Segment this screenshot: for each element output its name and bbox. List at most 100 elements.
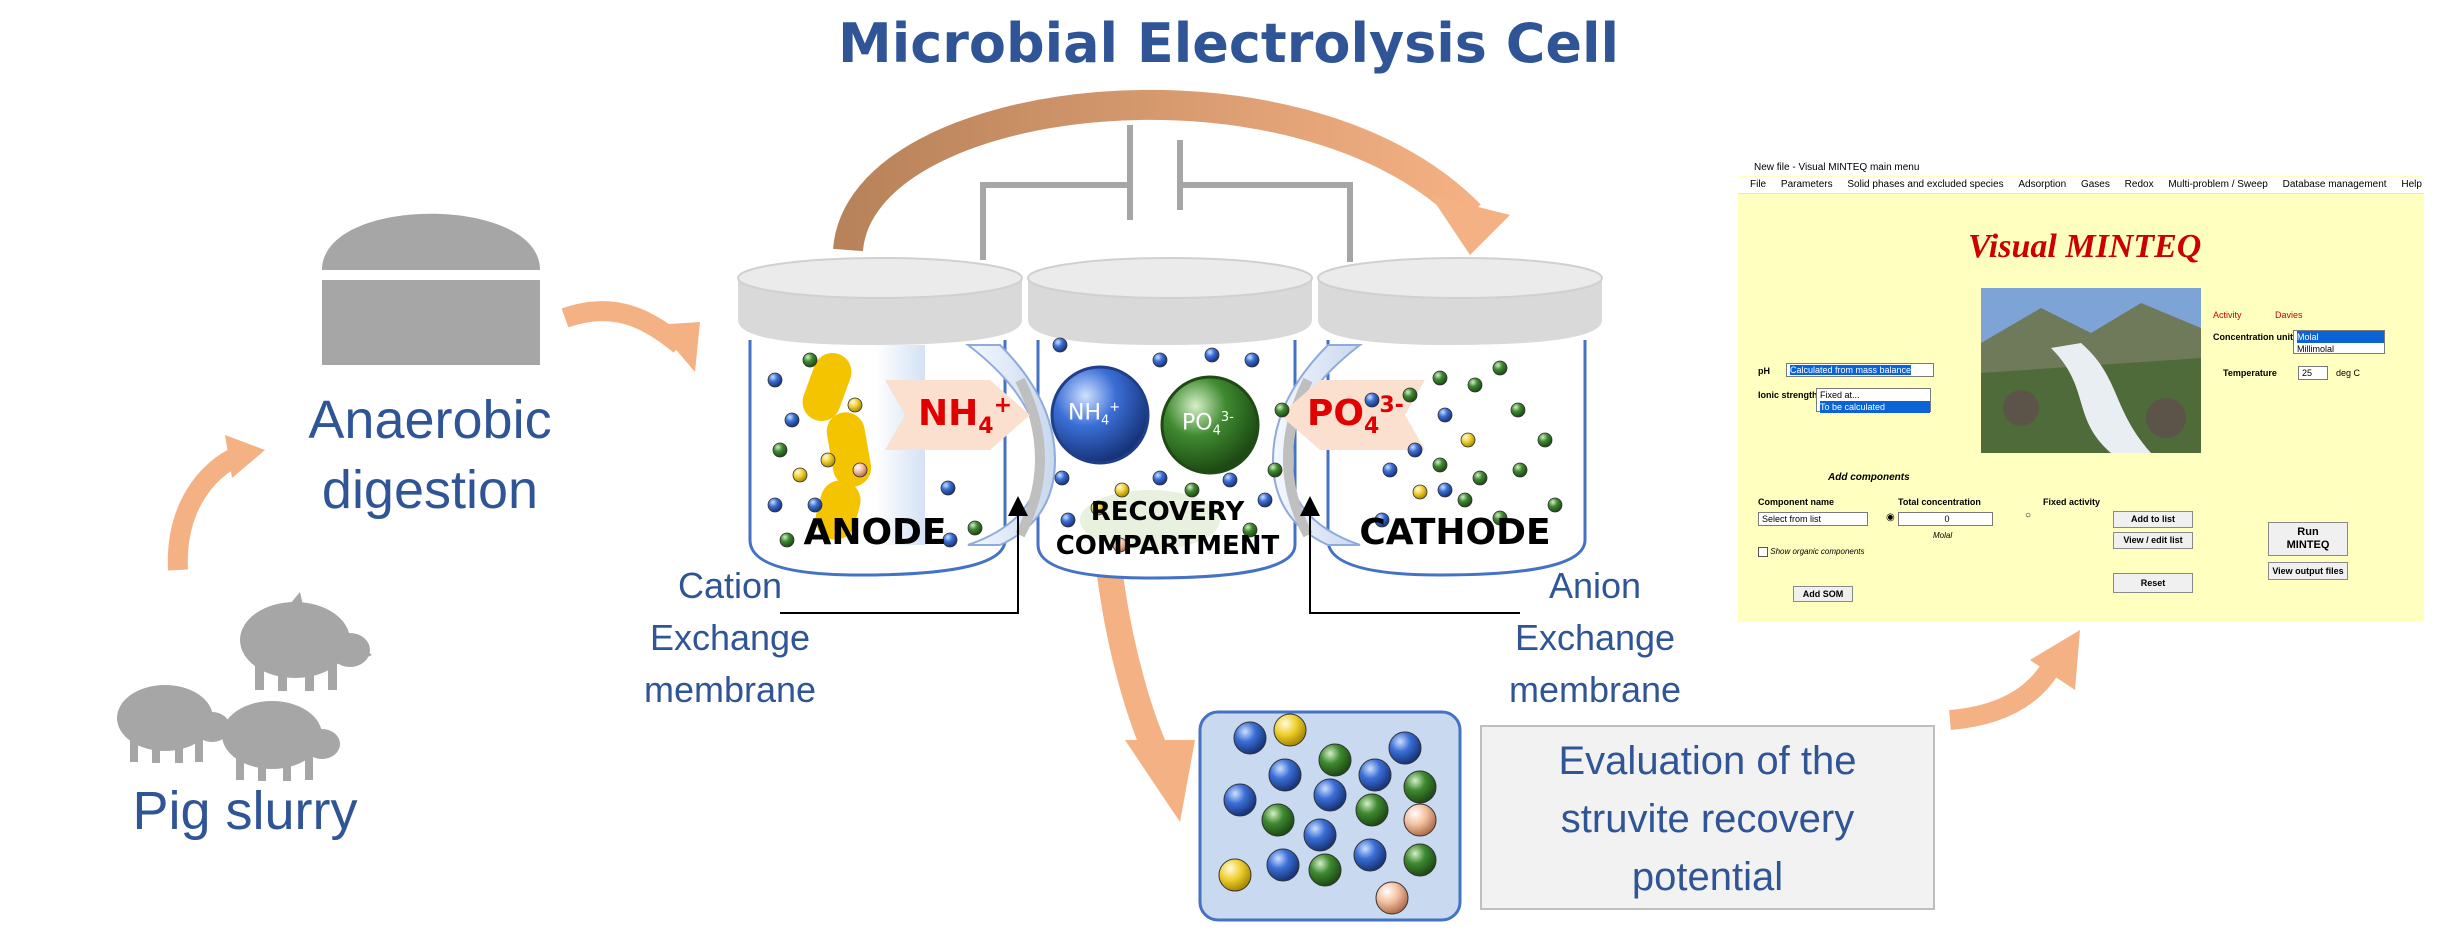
cation-membrane-pointer bbox=[780, 496, 1028, 614]
ion-particle bbox=[1274, 402, 1290, 418]
menu-parameters[interactable]: Parameters bbox=[1780, 179, 1833, 190]
ion-particle bbox=[1204, 347, 1220, 363]
ion-particle bbox=[1052, 337, 1068, 353]
activity-label: Activity bbox=[2213, 310, 2242, 320]
external-circuit bbox=[980, 125, 1353, 262]
menu-adsorption[interactable]: Adsorption bbox=[2018, 179, 2067, 190]
ion-particle bbox=[1114, 482, 1130, 498]
ion-particle bbox=[942, 532, 958, 548]
ion-particle bbox=[1407, 442, 1423, 458]
reset-button[interactable]: Reset bbox=[2113, 573, 2193, 593]
po4-ion-sphere bbox=[1160, 375, 1260, 475]
struvite-particle bbox=[1261, 803, 1295, 837]
visual-minteq-window: New file - Visual MINTEQ main menu File … bbox=[1738, 160, 2424, 622]
minteq-heading: Visual MINTEQ bbox=[1968, 228, 2202, 265]
ion-particle bbox=[1547, 497, 1563, 513]
ion-particle bbox=[1460, 432, 1476, 448]
menu-help[interactable]: Help bbox=[2401, 179, 2422, 190]
recovery-to-struvite-arrow bbox=[1097, 573, 1172, 766]
menu-solid-phases[interactable]: Solid phases and excluded species bbox=[1847, 179, 2004, 190]
temperature-label: Temperature bbox=[2223, 368, 2277, 378]
po4-sphere-label: PO43- bbox=[1182, 410, 1234, 439]
ion-particle bbox=[1472, 470, 1488, 486]
circuit-arc-arrow bbox=[833, 89, 1481, 253]
davies-label[interactable]: Davies bbox=[2275, 310, 2303, 320]
ion-particle bbox=[1437, 407, 1453, 423]
total-conc-label: Total concentration bbox=[1898, 497, 1981, 507]
conc-option-molal[interactable]: Molal bbox=[2297, 331, 2384, 343]
digester-tank-icon bbox=[322, 280, 540, 365]
conc-unit-list[interactable]: Molal Millimolal bbox=[2293, 330, 2385, 354]
menu-database[interactable]: Database management bbox=[2282, 179, 2387, 190]
conc-option-millimolal[interactable]: Millimolal bbox=[2297, 344, 2335, 354]
ionic-option-fixed[interactable]: Fixed at... bbox=[1820, 390, 1860, 400]
ph-select[interactable]: Calculated from mass balance bbox=[1786, 363, 1934, 377]
struvite-particle bbox=[1318, 743, 1352, 777]
struvite-particle bbox=[1233, 721, 1267, 755]
pigs-icon bbox=[117, 592, 372, 781]
ion-particle bbox=[772, 442, 788, 458]
struvite-particle bbox=[1403, 843, 1437, 877]
ionic-strength-list[interactable]: Fixed at... To be calculated bbox=[1816, 388, 1931, 413]
ion-particle bbox=[1152, 352, 1168, 368]
menu-redox[interactable]: Redox bbox=[2124, 179, 2154, 190]
fixed-activity-radio[interactable]: ○ bbox=[2025, 510, 2032, 521]
ion-particle bbox=[767, 497, 783, 513]
struvite-particle bbox=[1403, 803, 1437, 837]
digester-dome-icon bbox=[322, 213, 540, 270]
slurry-to-ad-arrow bbox=[167, 445, 245, 571]
temperature-field[interactable]: 25 bbox=[2298, 366, 2328, 380]
ion-particle bbox=[1492, 510, 1508, 526]
ion-particle bbox=[847, 397, 863, 413]
add-som-button[interactable]: Add SOM bbox=[1793, 586, 1853, 602]
ion-particle bbox=[767, 372, 783, 388]
nh4-label: NH4+ bbox=[918, 393, 1013, 440]
ion-particle bbox=[1457, 492, 1473, 508]
show-organic-checkbox[interactable]: Show organic components bbox=[1758, 547, 1865, 557]
struvite-particle bbox=[1358, 758, 1392, 792]
total-conc-radio[interactable]: ◉ bbox=[1886, 512, 1895, 523]
total-conc-field[interactable]: 0 bbox=[1898, 512, 1993, 526]
struvite-particle bbox=[1388, 731, 1422, 765]
ion-particle bbox=[1222, 472, 1238, 488]
ion-particle bbox=[1382, 462, 1398, 478]
ion-particle bbox=[1510, 402, 1526, 418]
ion-particles bbox=[767, 337, 1563, 915]
ion-particle bbox=[852, 462, 868, 478]
temperature-unit: deg C bbox=[2336, 368, 2361, 378]
ion-particle bbox=[1537, 432, 1553, 448]
molal-unit: Molal bbox=[1933, 531, 1953, 540]
ion-particle bbox=[1090, 500, 1106, 516]
ion-particle bbox=[1432, 457, 1448, 473]
ion-particle bbox=[1512, 462, 1528, 478]
menu-gases[interactable]: Gases bbox=[2080, 179, 2110, 190]
cation-exchange-membrane bbox=[965, 344, 1057, 546]
struvite-particle bbox=[1403, 770, 1437, 804]
component-select[interactable]: Select from list bbox=[1758, 512, 1868, 526]
struvite-particle bbox=[1223, 783, 1257, 817]
ion-particle bbox=[1060, 512, 1076, 528]
ion-particle bbox=[792, 467, 808, 483]
minteq-menu-bar: File Parameters Solid phases and exclude… bbox=[1738, 177, 2424, 194]
landscape-photo bbox=[1981, 288, 2201, 453]
ion-particle bbox=[1184, 482, 1200, 498]
ion-particle bbox=[784, 412, 800, 428]
minteq-title-bar: New file - Visual MINTEQ main menu bbox=[1738, 160, 2424, 176]
menu-file[interactable]: File bbox=[1750, 179, 1767, 190]
ion-particle bbox=[1437, 482, 1453, 498]
nh4-sphere-label: NH4+ bbox=[1068, 400, 1121, 429]
view-output-button[interactable]: View output files bbox=[2268, 562, 2348, 580]
menu-multi-problem[interactable]: Multi-problem / Sweep bbox=[2168, 179, 2268, 190]
view-edit-list-button[interactable]: View / edit list bbox=[2113, 532, 2193, 549]
arc-arrow-head bbox=[1430, 195, 1510, 255]
ionic-option-calculated[interactable]: To be calculated bbox=[1820, 401, 1930, 413]
ion-particle bbox=[807, 497, 823, 513]
add-to-list-button[interactable]: Add to list bbox=[2113, 511, 2193, 528]
pig-slurry-label: Pig slurry bbox=[132, 781, 358, 841]
po4-label: PO43- bbox=[1307, 393, 1404, 440]
ion-particle bbox=[1374, 512, 1390, 528]
